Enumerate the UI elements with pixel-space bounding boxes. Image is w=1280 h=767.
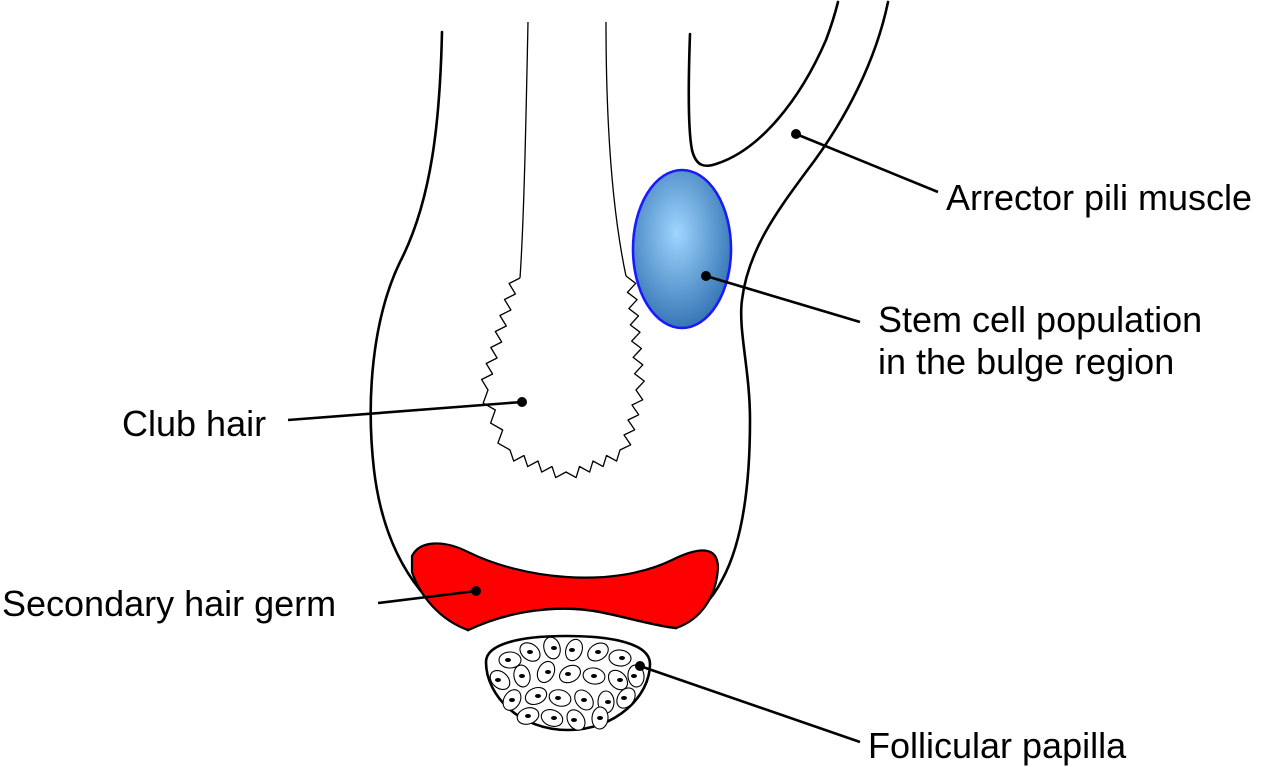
papilla-cell-nucleus [617,678,623,682]
label-club-hair: Club hair [122,403,266,444]
follicular-papilla [484,634,652,732]
papilla-cell-nucleus [519,674,525,678]
papilla-cell-nucleus [509,698,515,702]
follicle-outer-sheath [369,30,470,632]
papilla-cell-nucleus [527,650,533,654]
papilla-cell-nucleus [495,678,501,682]
papilla-cell-nucleus [569,648,575,652]
papilla-cell-nucleus [545,670,551,674]
club-hair [480,275,645,479]
papilla-cell-nucleus [605,700,611,704]
hair-shaft-left [519,21,529,279]
papilla-cell-nucleus [619,656,625,660]
papilla-cell-nucleus [591,674,597,678]
papilla-cell-nucleus [525,714,531,718]
papilla-cell-nucleus [621,696,627,700]
hair-shaft-right [605,21,627,277]
leader-follicular-papilla [635,661,861,744]
label-secondary-hair-germ: Secondary hair germ [2,583,336,624]
follicle-outer-sheath-right [674,0,890,630]
papilla-cell-nucleus [565,672,571,676]
papilla-cell-nucleus [535,694,541,698]
papilla-cell-nucleus [597,716,603,720]
label-stem-cell-line1: Stem cell population [878,299,1202,340]
leader-arrector-pili [791,129,939,194]
papilla-cell-nucleus [581,698,587,702]
leader-secondary-hair-germ [377,586,481,605]
papilla-cell-nucleus [595,650,601,654]
secondary-hair-germ [410,542,720,632]
papilla-cell-nucleus [631,674,637,678]
leader-club-hair [287,397,527,422]
label-arrector-pili-muscle: Arrector pili muscle [946,177,1252,218]
arrector-pili-muscle [687,0,840,168]
label-follicular-papilla: Follicular papilla [868,725,1127,766]
label-stem-cell-line2: in the bulge region [878,341,1174,382]
papilla-cell-nucleus [551,716,557,720]
leader-stem-cell [701,271,861,324]
papilla-cell-nucleus [505,658,511,662]
stem-cell-population [631,168,733,330]
papilla-cell-nucleus [551,646,557,650]
papilla-cell-nucleus [571,718,577,722]
papilla-cell-nucleus [555,696,561,700]
